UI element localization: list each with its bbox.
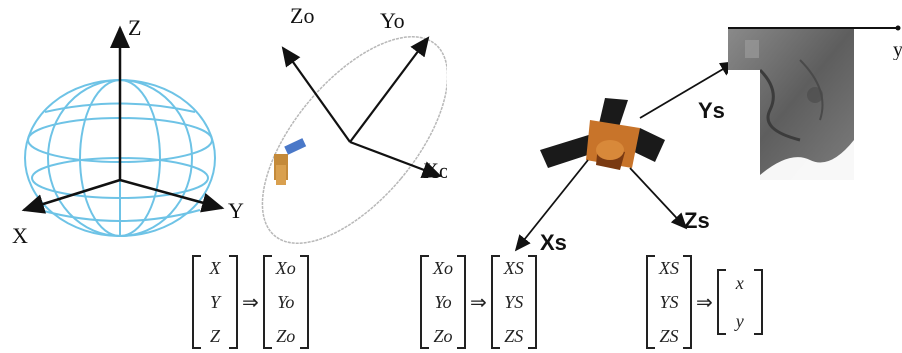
matrix-cell: YS — [504, 292, 524, 312]
orbit-axes — [281, 36, 443, 179]
axis-label-xs: Xs — [540, 230, 567, 255]
earth-axes — [21, 25, 225, 214]
matrix-cell: Zo — [433, 326, 453, 346]
matrix-earth-coords: X Y Z — [204, 259, 226, 345]
matrix-cell: ZS — [659, 326, 679, 346]
equation-earth-to-orbit: X Y Z ⇒ Xo Yo Zo — [192, 255, 309, 349]
matrix-cell: Zo — [276, 326, 296, 346]
matrix-orbit-coords-2: Xo Yo Zo — [432, 259, 454, 345]
matrix-cell: XS — [659, 258, 679, 278]
axis-label-z: Z — [128, 15, 142, 40]
implies-arrow: ⇒ — [696, 290, 713, 314]
matrix-cell: YS — [659, 292, 679, 312]
matrix-cell: Xo — [433, 258, 453, 278]
matrix-cell: y — [735, 311, 744, 331]
matrix-cell: x — [735, 273, 744, 293]
implies-arrow: ⇒ — [242, 290, 259, 314]
matrix-cell: Yo — [277, 292, 295, 312]
matrix-cell: Yo — [434, 292, 452, 312]
matrix-cell: Z — [209, 326, 220, 346]
matrix-satellite-coords-2: XS YS ZS — [658, 259, 680, 345]
matrix-image-coords: x y — [729, 274, 751, 330]
matrix-satellite-coords: XS YS ZS — [503, 259, 525, 345]
matrix-cell: Y — [209, 292, 220, 312]
axis-label-yo: Yo — [380, 8, 405, 33]
axis-label-y: Y — [228, 198, 244, 223]
equation-orbit-to-satellite: Xo Yo Zo ⇒ XS YS ZS — [420, 255, 537, 349]
matrix-cell: X — [209, 258, 221, 278]
matrix-cell: Xo — [275, 258, 296, 278]
axis-label-ys: Ys — [698, 98, 725, 123]
axis-label-zs: Zs — [684, 208, 710, 233]
orbit-ellipse — [261, 36, 449, 244]
axis-label-x: X — [12, 223, 28, 248]
axis-label-image-y: y — [893, 40, 902, 60]
satellite-icon — [540, 98, 665, 170]
matrix-cell: XS — [503, 258, 524, 278]
satellite-body-frame — [514, 61, 737, 252]
equation-satellite-to-image: XS YS ZS ⇒ x y — [646, 255, 763, 349]
orbit-satellite-icon — [274, 138, 307, 185]
matrix-orbit-coords: Xo Yo Zo — [275, 259, 297, 345]
matrix-cell: ZS — [504, 326, 524, 346]
axis-label-zo: Zo — [290, 3, 315, 28]
implies-arrow: ⇒ — [470, 290, 487, 314]
axis-label-xo: Xo — [423, 160, 447, 182]
